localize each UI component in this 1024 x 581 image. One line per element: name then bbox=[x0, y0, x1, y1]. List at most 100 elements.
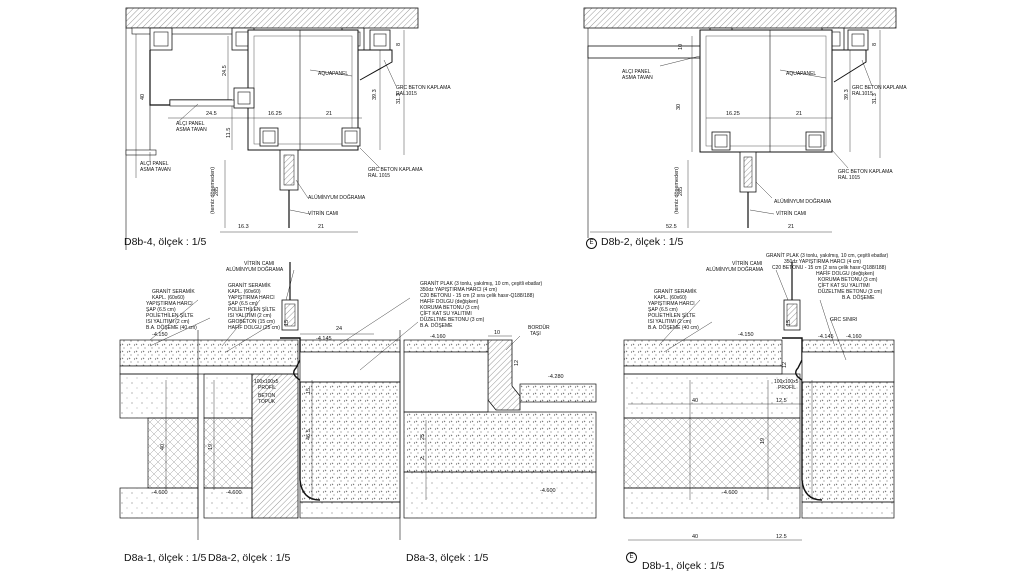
steel-tube-inner bbox=[851, 33, 865, 47]
label-grc-bottom: GRC BETON KAPLAMA bbox=[838, 169, 893, 175]
layer-ba-doseme: B.A. DÖŞEME bbox=[420, 323, 453, 329]
dim-15: 15 bbox=[284, 319, 290, 326]
label-asma-tavan: ASMA TAVAN bbox=[176, 127, 207, 133]
leader-line bbox=[285, 269, 295, 301]
base-d8a1 bbox=[119, 487, 199, 519]
window-frame-section bbox=[284, 303, 296, 327]
leader-line bbox=[309, 69, 353, 77]
dim-10: 10 bbox=[494, 330, 501, 336]
leader-line bbox=[505, 335, 521, 351]
caption-d8a2: D8a-2, ölçek : 1/5 bbox=[208, 552, 291, 564]
layer-yapistirma: YAPIŞTIRMA HARCI bbox=[648, 301, 695, 307]
dim-10: 10 bbox=[678, 43, 684, 50]
layer-sap: ŞAP (6.5 cm) bbox=[648, 307, 678, 313]
dim-16-25: 16.25 bbox=[268, 111, 282, 117]
label-aluminyum: ALÜMİNYUM DOĞRAMA bbox=[706, 267, 764, 273]
layer-hafif-dolgu: HAFİF DOLGU (değişken) bbox=[816, 271, 875, 277]
leader-line bbox=[359, 321, 419, 371]
steel-tube bbox=[341, 127, 361, 147]
dim-39-3: 39.3 bbox=[372, 89, 378, 100]
layer-hafif-dolgu: HAFİF DOLGU (değişken) bbox=[420, 299, 479, 305]
layer-350dz: 350dz YAPIŞTIRMA HARCI (4 cm) bbox=[784, 259, 862, 265]
label-profil-size: 100x100x5 bbox=[254, 379, 279, 385]
layer-350dz: 350dz YAPIŞTIRMA HARCI (4 cm) bbox=[420, 287, 498, 293]
steel-tube-inner bbox=[808, 134, 822, 148]
label-aquapanel: AQUAPANEL bbox=[786, 71, 817, 77]
level-mark: -4.150 bbox=[152, 332, 168, 338]
fill-d8a1 bbox=[147, 417, 199, 489]
layer-sap: ŞAP (6.5 cm) bbox=[228, 301, 258, 307]
layer-grobeton: GROBETON (15 cm) bbox=[228, 319, 275, 325]
slab-exterior bbox=[299, 501, 401, 519]
detail-d8b1 bbox=[623, 262, 895, 541]
layer-isi: ISI YALITIMI (2 cm) bbox=[648, 319, 692, 325]
level-mark: -4.160 bbox=[430, 334, 446, 340]
leader-line bbox=[663, 321, 713, 353]
leader-line bbox=[221, 299, 261, 347]
leader-line bbox=[359, 147, 381, 169]
dim-39-3: 39.3 bbox=[844, 89, 850, 100]
layer-su-yalitimi: ÇİFT KAT SU YALITIMI bbox=[420, 311, 472, 317]
dim-46-5: 46.5 bbox=[306, 429, 312, 440]
dim-30: 30 bbox=[676, 103, 682, 110]
fill-d8b1 bbox=[623, 417, 801, 489]
label-alci-panel: ALÇI PANEL bbox=[176, 121, 205, 127]
insulation-layer bbox=[119, 365, 299, 375]
leader-line bbox=[295, 179, 309, 199]
label-profil-size: 100x100x5 bbox=[774, 379, 799, 385]
layer-c20: C20 BETONU - 15 cm (2 sıra çelik hasır-Q… bbox=[420, 293, 535, 299]
dim-40: 40 bbox=[160, 443, 166, 450]
leader-line bbox=[659, 299, 701, 345]
dim-12: 12 bbox=[782, 361, 788, 368]
dim-52-5: 52.5 bbox=[666, 224, 677, 230]
label-vitrin: VİTRİN CAMI bbox=[308, 211, 339, 217]
dim-285: 285 bbox=[678, 186, 684, 196]
leader-line bbox=[829, 317, 847, 361]
steel-tube-inner bbox=[153, 31, 169, 47]
curb-stone bbox=[487, 339, 521, 411]
dim-21: 21 bbox=[326, 111, 333, 117]
window-frame-section bbox=[283, 154, 295, 186]
label-alci-panel: ALÇI PANEL bbox=[622, 69, 651, 75]
steel-tube bbox=[711, 131, 731, 151]
layer-granit: GRANİT SERAMİK bbox=[152, 289, 195, 295]
dim-40-b: 40 bbox=[692, 534, 699, 540]
slab-exterior bbox=[403, 471, 597, 519]
steel-tube bbox=[259, 127, 279, 147]
label-profil: PROFİL bbox=[258, 385, 277, 391]
ceiling-board bbox=[125, 149, 157, 156]
label-asma-tavan: ASMA TAVAN bbox=[622, 75, 653, 81]
label-alci-panel-b: ALÇI PANEL bbox=[140, 161, 169, 167]
dim-15: 15 bbox=[786, 319, 792, 326]
slab-hatch bbox=[125, 7, 419, 29]
steel-tube-inner bbox=[373, 33, 387, 47]
level-mark: -4.150 bbox=[738, 332, 754, 338]
label-tasi: TAŞI bbox=[530, 331, 541, 337]
slab-d8a1 bbox=[119, 373, 199, 419]
label-asma-tavan-b: ASMA TAVAN bbox=[140, 167, 171, 173]
dim-8: 8 bbox=[396, 42, 402, 46]
dim-21: 21 bbox=[796, 111, 803, 117]
dim-21-b: 21 bbox=[318, 224, 325, 230]
leader-line bbox=[177, 103, 199, 123]
caption-d8a1: D8a-1, ölçek : 1/5 bbox=[124, 552, 207, 564]
leader-line bbox=[775, 269, 789, 301]
dim-12-5: 12.5 bbox=[776, 398, 787, 404]
label-aluminyum: ALÜMİNYUM DOĞRAMA bbox=[308, 195, 366, 201]
floor-screed bbox=[623, 339, 783, 367]
section-marker: E bbox=[626, 552, 637, 563]
dim-285: 285 bbox=[214, 186, 220, 196]
steel-tube bbox=[233, 87, 255, 109]
layer-ba-doseme: B.A. DÖŞEME (40 cm) bbox=[648, 325, 699, 331]
c20-concrete bbox=[801, 381, 895, 503]
label-vitrin: VİTRİN CAMI bbox=[244, 261, 275, 267]
dim-16-3: 16.3 bbox=[238, 224, 249, 230]
fill-d8a2 bbox=[203, 417, 253, 489]
detail-d8b2 bbox=[583, 7, 897, 238]
caption-d8a3: D8a-3, ölçek : 1/5 bbox=[406, 552, 489, 564]
grc-skin bbox=[358, 49, 393, 81]
window-frame-section bbox=[786, 303, 798, 327]
leader-line bbox=[149, 299, 199, 341]
leader-line bbox=[755, 181, 773, 199]
